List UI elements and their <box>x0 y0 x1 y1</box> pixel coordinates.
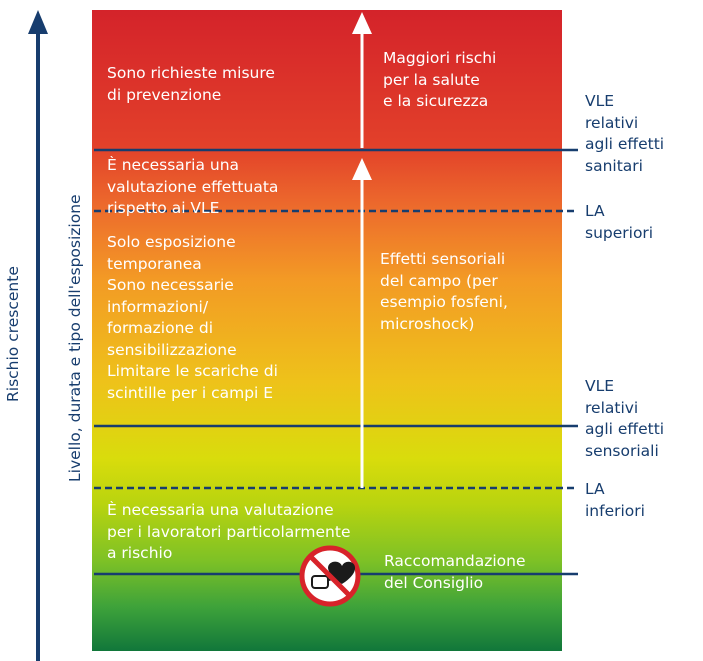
la-lower-label: LA inferiori <box>585 480 645 520</box>
vle-health-label: VLE relativi agli effetti sanitari <box>585 92 665 175</box>
la-upper-label: LA superiori <box>585 202 654 242</box>
zone-assessment-text: È necessaria una valutazione effettuata … <box>107 156 279 217</box>
risk-axis-arrowhead <box>28 10 48 34</box>
council-recommendation-text: Raccomandazione del Consiglio <box>384 552 526 592</box>
sensory-effects-arrowhead <box>352 158 372 180</box>
health-effects-arrowhead <box>352 12 372 34</box>
zone-workers-at-risk-text: È necessaria una valutazione per i lavor… <box>107 501 351 562</box>
vle-sensory-label: VLE relativi agli effetti sensoriali <box>585 377 665 460</box>
no-pacemaker-icon <box>299 545 361 607</box>
zone-temporary-text: Solo esposizione temporanea Sono necessa… <box>107 233 278 402</box>
risk-gradient-band <box>92 10 562 651</box>
health-risks-text: Maggiori rischi per la salute e la sicur… <box>383 49 497 110</box>
sensory-effects-text: Effetti sensoriali del campo (per esempi… <box>380 250 508 333</box>
zone-prevention-text: Sono richieste misure di prevenzione <box>107 64 275 104</box>
